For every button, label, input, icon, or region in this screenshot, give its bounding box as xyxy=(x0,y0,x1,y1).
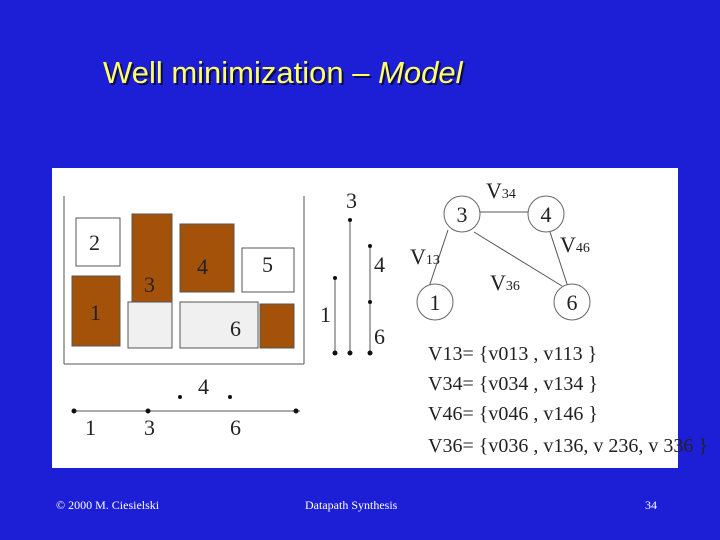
block-label: 6 xyxy=(230,316,241,341)
equation-v13: V13= {v013 , v113 } xyxy=(428,343,597,365)
equations: V13= {v013 , v113 } V34= {v034 , v134 } … xyxy=(428,343,708,457)
slide-title: Well minimization – Model xyxy=(103,55,463,91)
edge-4-6 xyxy=(549,231,569,288)
block-label: 2 xyxy=(89,230,100,255)
vertical-constraints: 3 4 1 6 xyxy=(320,188,385,356)
constraint-label: 6 xyxy=(374,324,385,349)
axis-label: 6 xyxy=(230,415,241,440)
footer-copyright: © 2000 M. Ciesielski xyxy=(56,498,160,512)
node-1 xyxy=(416,283,454,321)
equation-v34: V34= {v034 , v134 } xyxy=(428,373,598,395)
equation-v36: V36= {v036 , v136, v 236, v 336 } xyxy=(428,435,708,457)
block-label: 4 xyxy=(197,254,208,279)
bottom-axis: 1 3 6 4 xyxy=(71,374,300,440)
footer-course: Datapath Synthesis xyxy=(305,498,398,512)
graph-nodes: 3 4 1 6 xyxy=(416,195,591,321)
block-label: 1 xyxy=(90,300,101,325)
node-6 xyxy=(553,283,591,321)
block-5 xyxy=(241,247,295,293)
node-label: 1 xyxy=(430,290,441,315)
block-6-dark xyxy=(259,303,295,349)
axis-label-above: 4 xyxy=(198,374,209,399)
block-label: 3 xyxy=(144,272,155,297)
block-label: 5 xyxy=(262,252,273,277)
floorplan-labels: 2 1 3 4 5 6 xyxy=(89,230,273,341)
block-1 xyxy=(71,275,121,347)
footer-page-number: 34 xyxy=(645,498,657,512)
block-4-tall xyxy=(131,213,173,305)
equation-v46: V46= {v046 , v146 } xyxy=(428,403,598,425)
edge-labels: V34 V46 V13 V36 xyxy=(410,178,590,295)
node-label: 4 xyxy=(541,202,552,227)
edge-3-1 xyxy=(428,229,449,288)
diagram-svg: 2 1 3 4 5 6 1 3 6 4 xyxy=(63,178,708,457)
title-italic: Model xyxy=(378,55,463,90)
block-6-light xyxy=(179,301,259,349)
node-label: 3 xyxy=(457,202,468,227)
conflict-graph xyxy=(428,211,569,288)
constraint-label: 4 xyxy=(374,252,385,277)
node-3 xyxy=(443,195,481,233)
edge-label-v13: V13 xyxy=(410,244,440,269)
floorplan xyxy=(63,196,305,365)
edge-3-6 xyxy=(473,231,563,287)
edge-label-v36: V36 xyxy=(490,270,520,295)
axis-label: 1 xyxy=(85,415,96,440)
edge-label-v34: V34 xyxy=(486,178,516,203)
constraint-label: 1 xyxy=(320,302,331,327)
title-main: Well minimization – xyxy=(103,55,379,90)
block-2 xyxy=(75,217,121,267)
node-4 xyxy=(527,195,565,233)
node-label: 6 xyxy=(567,290,578,315)
block-3 xyxy=(127,301,173,349)
edge-label-v46: V46 xyxy=(560,232,590,257)
diagram-panel: 2 1 3 4 5 6 1 3 6 4 xyxy=(52,168,708,468)
axis-label: 3 xyxy=(144,415,155,440)
constraint-label: 3 xyxy=(346,188,357,213)
block-4 xyxy=(179,223,235,293)
